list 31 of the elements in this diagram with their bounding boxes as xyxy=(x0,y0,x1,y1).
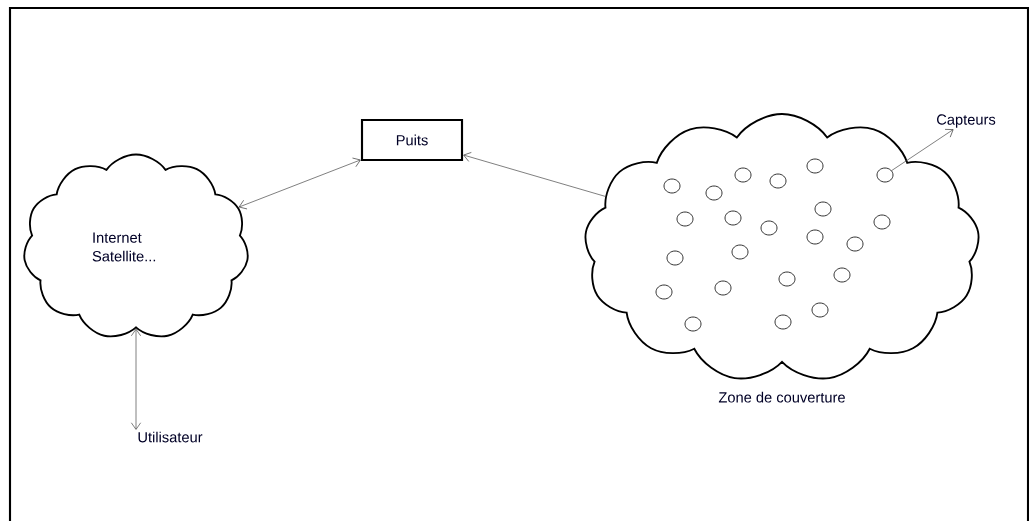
sensor-circle xyxy=(734,167,752,183)
sensor-circle xyxy=(666,250,684,266)
text-label: Capteurs xyxy=(937,114,996,128)
sensor-circle xyxy=(774,314,792,330)
sensor-circle xyxy=(778,271,796,287)
network-cloud: Internet Satellite... xyxy=(23,153,249,338)
sensor-circle xyxy=(811,302,829,318)
sensor-circle xyxy=(814,201,832,217)
sensor-circle xyxy=(676,211,694,227)
sensor-circle xyxy=(769,173,787,189)
arrow xyxy=(238,157,361,210)
text-label: Utilisateur xyxy=(138,431,203,443)
sensor-circle xyxy=(833,267,851,283)
arrow xyxy=(131,328,141,430)
sensor-circle xyxy=(731,244,749,260)
sensor-circle xyxy=(663,178,681,194)
sensor-circle xyxy=(806,158,824,174)
sensor-circle xyxy=(806,229,824,245)
sensor-circle xyxy=(655,284,673,300)
arrow xyxy=(891,129,954,171)
sensor-circle xyxy=(876,167,894,183)
sensor-circle xyxy=(760,220,778,236)
sensor-circle xyxy=(846,236,864,252)
sensor-circle xyxy=(705,185,723,201)
sensor-circle xyxy=(684,316,702,332)
caption-text: Zone de couverture xyxy=(718,391,845,403)
sensor-circle xyxy=(724,210,742,226)
arrow xyxy=(463,152,606,197)
sink-box: Puits xyxy=(360,118,464,162)
sensor-circle xyxy=(873,214,891,230)
sensor-circle xyxy=(714,280,732,296)
